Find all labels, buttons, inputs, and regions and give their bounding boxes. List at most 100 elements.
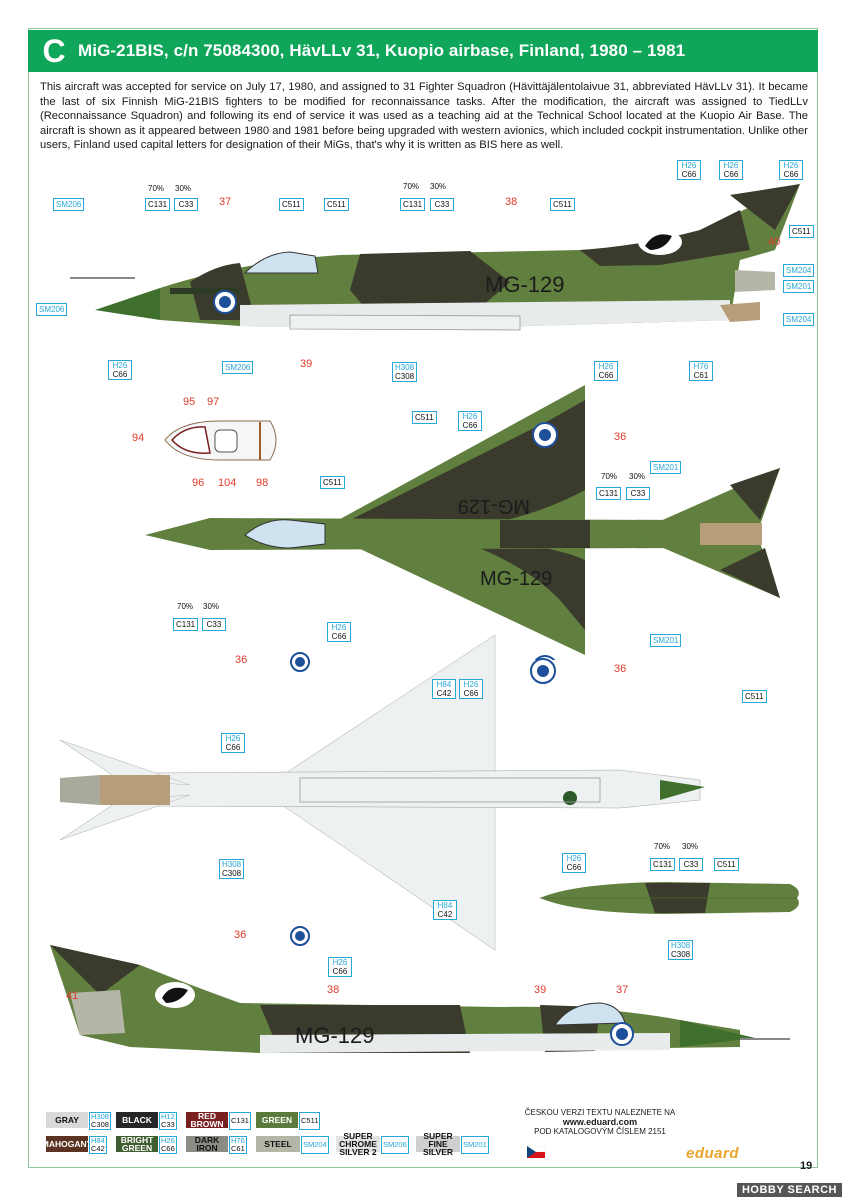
bottom-view xyxy=(60,634,705,951)
legend-swatch-3: GREEN xyxy=(256,1112,298,1128)
serial-side-right: MG-129 xyxy=(295,1023,374,1048)
pct-70-a: 70% xyxy=(148,184,165,193)
code-c131-b: C131 xyxy=(400,198,426,211)
code-c131-d: C131 xyxy=(173,618,199,631)
code-c511-b: C511 xyxy=(324,198,349,211)
legend-code-8: SM206 xyxy=(381,1136,409,1154)
czech-line-2: POD KATALOGOVÝM ČÍSLEM 2151 xyxy=(534,1127,666,1136)
callout-37-b: 37 xyxy=(616,984,629,996)
legend-swatch-7: STEEL xyxy=(256,1136,300,1152)
legend-swatch-8: SUPER CHROME SILVER 2 xyxy=(336,1132,380,1156)
callout-36-d: 36 xyxy=(234,929,247,941)
czech-line-1: ČESKOU VERZI TEXTU NALEZNETE NA xyxy=(524,1108,676,1117)
profile-title: MiG-21BIS, c/n 75084300, HävLLv 31, Kuop… xyxy=(78,41,686,60)
code-c511-top-c: C511 xyxy=(742,690,767,703)
code-sm204-b: SM204 xyxy=(783,313,815,326)
code-c511-fin: C511 xyxy=(789,225,814,238)
callout-97: 97 xyxy=(207,396,220,408)
czech-flag-icon xyxy=(527,1146,545,1158)
code-sm201-b: SM201 xyxy=(650,461,682,474)
code-c511-c: C511 xyxy=(550,198,575,211)
pct-30-b: 30% xyxy=(430,182,447,191)
page-frame xyxy=(28,28,818,1168)
legend-swatch-4: MAHOGANY xyxy=(42,1136,92,1152)
aircraft-description: This aircraft was accepted for service o… xyxy=(40,81,808,152)
legend-swatch-0: GRAY xyxy=(46,1112,88,1128)
legend-code-7: SM204 xyxy=(301,1136,329,1154)
code-sm206-nose: SM206 xyxy=(36,303,68,316)
legend-code-9: SM201 xyxy=(461,1136,489,1154)
pct-30-d: 30% xyxy=(203,602,220,611)
callout-36-b: 36 xyxy=(614,663,627,675)
pct-70-e: 70% xyxy=(654,842,671,851)
side-view-right: MG-129 xyxy=(50,945,790,1053)
code-c131-e: C131 xyxy=(650,858,676,871)
page-header: C MiG-21BIS, c/n 75084300, HävLLv 31, Ku… xyxy=(28,30,818,72)
profile-letter: C xyxy=(42,32,66,69)
code-sm201-a: SM201 xyxy=(783,280,815,293)
callout-98: 98 xyxy=(256,477,269,489)
code-c511-top-a: C511 xyxy=(412,411,437,424)
czech-url[interactable]: www.eduard.com xyxy=(562,1116,638,1127)
pct-70-c: 70% xyxy=(601,472,618,481)
side-view-left: MG-129 xyxy=(70,184,800,331)
code-sm206-pitot: SM206 xyxy=(53,198,85,211)
legend-swatch-6: DARK IRON xyxy=(186,1136,228,1152)
pct-70-d: 70% xyxy=(177,602,194,611)
legend-swatch-5: BRIGHT GREEN xyxy=(116,1136,158,1152)
code-c33-e: C33 xyxy=(679,858,703,871)
callout-36-c: 36 xyxy=(235,654,248,666)
legend-code-2: C131 xyxy=(229,1112,251,1130)
czech-version-note: ČESKOU VERZI TEXTU NALEZNETE NA www.edua… xyxy=(520,1108,680,1137)
callout-38-b: 38 xyxy=(327,984,340,996)
watermark: HOBBY SEARCH xyxy=(736,1183,842,1197)
legend-swatch-9: SUPER FINE SILVER xyxy=(416,1132,460,1156)
callout-95: 95 xyxy=(183,396,196,408)
code-c33-a: C33 xyxy=(174,198,198,211)
code-c511-a: C511 xyxy=(279,198,304,211)
top-wing-roundel xyxy=(530,658,556,684)
callout-40: 40 xyxy=(768,236,781,248)
code-c131-a: C131 xyxy=(145,198,171,211)
legend-swatch-1: BLACK xyxy=(116,1112,158,1128)
callout-94: 94 xyxy=(132,432,145,444)
code-c33-b: C33 xyxy=(430,198,454,211)
callout-39-a: 39 xyxy=(300,358,313,370)
top-view: MG-129 MG-129 xyxy=(145,385,780,660)
pct-30-a: 30% xyxy=(175,184,192,193)
page-number: 19 xyxy=(800,1160,813,1172)
eduard-logo: eduard xyxy=(686,1145,740,1162)
callout-37-a: 37 xyxy=(219,196,232,208)
pct-30-e: 30% xyxy=(682,842,699,851)
code-c33-d: C33 xyxy=(202,618,226,631)
callout-36-a: 36 xyxy=(614,431,627,443)
pct-70-b: 70% xyxy=(403,182,420,191)
code-sm204-a: SM204 xyxy=(783,264,815,277)
code-c33-c: C33 xyxy=(626,487,650,500)
serial-side-left: MG-129 xyxy=(485,272,564,297)
code-c511-top-b: C511 xyxy=(320,476,345,489)
drop-tank xyxy=(540,882,799,914)
pct-30-c: 30% xyxy=(629,472,646,481)
callout-96: 96 xyxy=(192,477,205,489)
callout-38-a: 38 xyxy=(505,196,518,208)
callout-41: 41 xyxy=(66,990,79,1002)
